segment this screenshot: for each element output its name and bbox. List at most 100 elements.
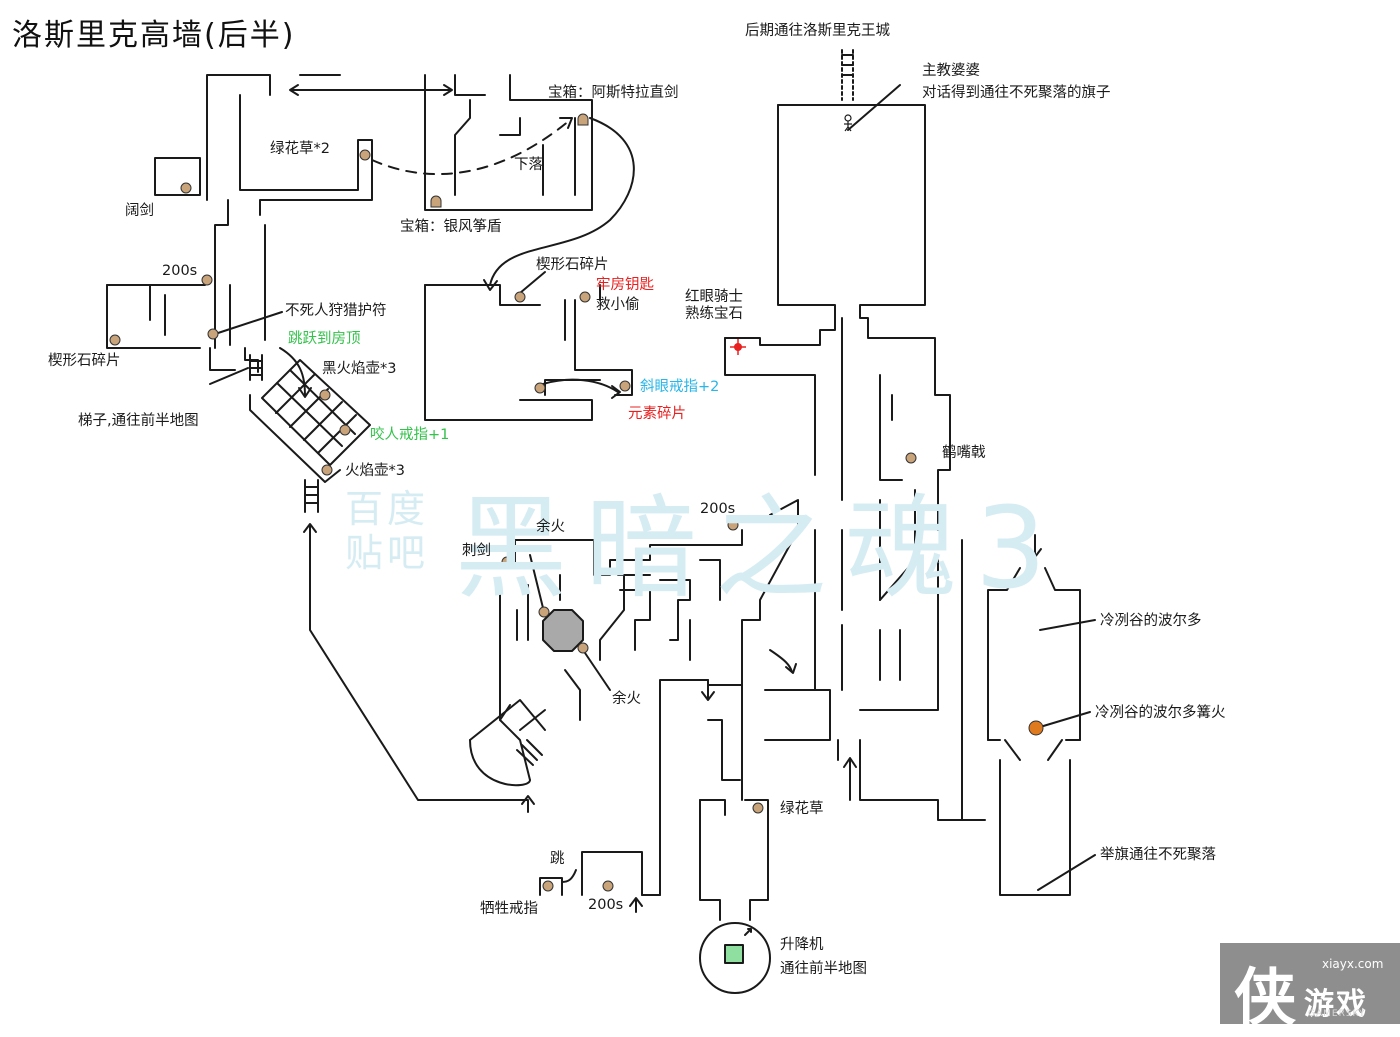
label-prison-key: 牢房钥匙 (596, 277, 654, 293)
drop-arrow (559, 117, 573, 129)
label-black-firebomb: 黑火焰壶*3 (322, 361, 397, 377)
label-ladder-front: 梯子,通往前半地图 (78, 413, 199, 429)
label-bite-ring: 咬人戒指+1 (370, 427, 450, 443)
label-firebomb: 火焰壶*3 (345, 463, 405, 479)
label-sacrifice-ring: 牺牲戒指 (480, 901, 538, 917)
item-dot[interactable] (207, 328, 219, 340)
pointers-right (1037, 619, 1096, 891)
label-wedge-shard-top: 楔形石碎片 (536, 257, 609, 273)
boss-fog-octagon (542, 609, 584, 652)
label-vordt-bonfire: 冷冽谷的波尔多篝火 (1095, 705, 1226, 721)
chest-icon[interactable] (577, 113, 589, 126)
drop-arrowhead-center (785, 663, 797, 674)
label-squint-ring: 斜眼戒指+2 (640, 379, 720, 395)
wall-semicircle-room (469, 699, 546, 787)
label-undead-charm: 不死人狩猎护符 (285, 303, 387, 319)
jump-arrowhead (298, 387, 312, 398)
red-eye-knight-icon[interactable] (730, 339, 746, 355)
site-logo[interactable]: 侠 xiayx.com 游戏 GAMERSKY (1220, 943, 1400, 1034)
chest-icons (430, 113, 589, 208)
label-chest-sword: 宝箱：阿斯特拉直剑 (548, 85, 679, 101)
label-green-herb2: 绿花草*2 (270, 141, 330, 157)
label-priestess-note: 对话得到通往不死聚落的旗子 (922, 85, 1111, 101)
pointer-ember2 (582, 649, 611, 691)
wall-boss-arena (961, 539, 1081, 896)
arrow-elevator-top (701, 679, 715, 701)
item-dot[interactable] (538, 606, 550, 618)
item-dot[interactable] (514, 291, 526, 303)
label-vordt: 冷冽谷的波尔多 (1100, 613, 1202, 629)
logo-name: 游戏 (1304, 987, 1368, 1022)
label-souls-200-b: 200s (700, 501, 736, 517)
label-red-eye-knight: 红眼骑士 (685, 289, 743, 305)
item-dot[interactable] (339, 424, 351, 436)
label-broadsword: 阔剑 (125, 203, 154, 219)
elevator-handle (744, 928, 752, 936)
logo-url: xiayx.com (1322, 957, 1384, 971)
label-wedge-shard-left: 楔形石碎片 (48, 353, 121, 369)
label-refined-gem: 熟练宝石 (685, 306, 743, 322)
elevator-platform (724, 944, 744, 964)
item-dot[interactable] (602, 880, 614, 892)
label-element-shard: 元素碎片 (628, 406, 686, 422)
logo-glyph: 侠 (1234, 961, 1297, 1034)
item-dot[interactable] (359, 149, 371, 161)
watermark-small-2: 贴吧 (345, 531, 430, 575)
label-souls-200-a: 200s (162, 263, 198, 279)
ladder-left (249, 354, 263, 381)
label-souls-200-c: 200s (588, 897, 624, 913)
wall-central-lower (741, 489, 986, 821)
pointer-charm (217, 311, 283, 334)
label-rescue-thief: 救小偷 (596, 297, 640, 313)
watermark-main: 黑暗之魂3 (455, 484, 1065, 614)
ladder-top (841, 49, 854, 101)
wall-central-tower (724, 104, 951, 531)
label-jump-roof: 跳跃到房顶 (288, 331, 361, 347)
label-green-herb: 绿花草 (780, 801, 824, 817)
item-dot[interactable] (579, 291, 591, 303)
item-dot[interactable] (201, 274, 213, 286)
item-dot[interactable] (619, 380, 631, 392)
item-dot[interactable] (180, 182, 192, 194)
wall-prison-room (424, 284, 633, 421)
item-dot[interactable] (534, 382, 546, 394)
drop-path (371, 119, 571, 176)
label-elevator-note: 通往前半地图 (780, 961, 867, 977)
route-left-arrows (289, 84, 535, 813)
wall-sacrifice-rooms (539, 851, 643, 896)
jump-arrow (279, 347, 306, 396)
pointer-ember1 (529, 554, 545, 613)
item-dot[interactable] (577, 642, 589, 654)
elevator-circle (699, 922, 771, 994)
page-title: 洛斯里克高墙(后半) (12, 18, 296, 53)
pointer-priestess (847, 84, 901, 131)
priestess-icon[interactable] (844, 114, 852, 132)
grid-rooftop-building (249, 359, 371, 483)
curve-to-shard (489, 117, 635, 286)
pointer-shard-top (519, 271, 546, 294)
logo-sub: GAMERSKY (1308, 1009, 1366, 1019)
item-dot[interactable] (109, 334, 121, 346)
label-elevator: 升降机 (780, 937, 824, 953)
item-dot[interactable] (319, 389, 331, 401)
chest-icon[interactable] (430, 195, 442, 208)
wall-chest-sword-room (424, 74, 593, 211)
watermark-small-1: 百度 (345, 487, 430, 531)
item-dot[interactable] (501, 556, 513, 568)
label-banner-note: 举旗通往不死聚落 (1100, 847, 1216, 863)
bonfire-icon[interactable] (1028, 720, 1044, 736)
item-dot[interactable] (752, 802, 764, 814)
label-ember-2: 余火 (612, 691, 641, 707)
label-estoc: 刺剑 (462, 543, 491, 559)
label-ember-1: 余火 (536, 519, 565, 535)
ladder-lower (304, 479, 319, 513)
arrow-boss-entry (1028, 534, 1042, 558)
label-jump: 跳 (550, 851, 565, 867)
item-dot[interactable] (321, 464, 333, 476)
item-dot[interactable] (542, 880, 554, 892)
item-dot[interactable] (905, 452, 917, 464)
item-dot[interactable] (727, 519, 739, 531)
